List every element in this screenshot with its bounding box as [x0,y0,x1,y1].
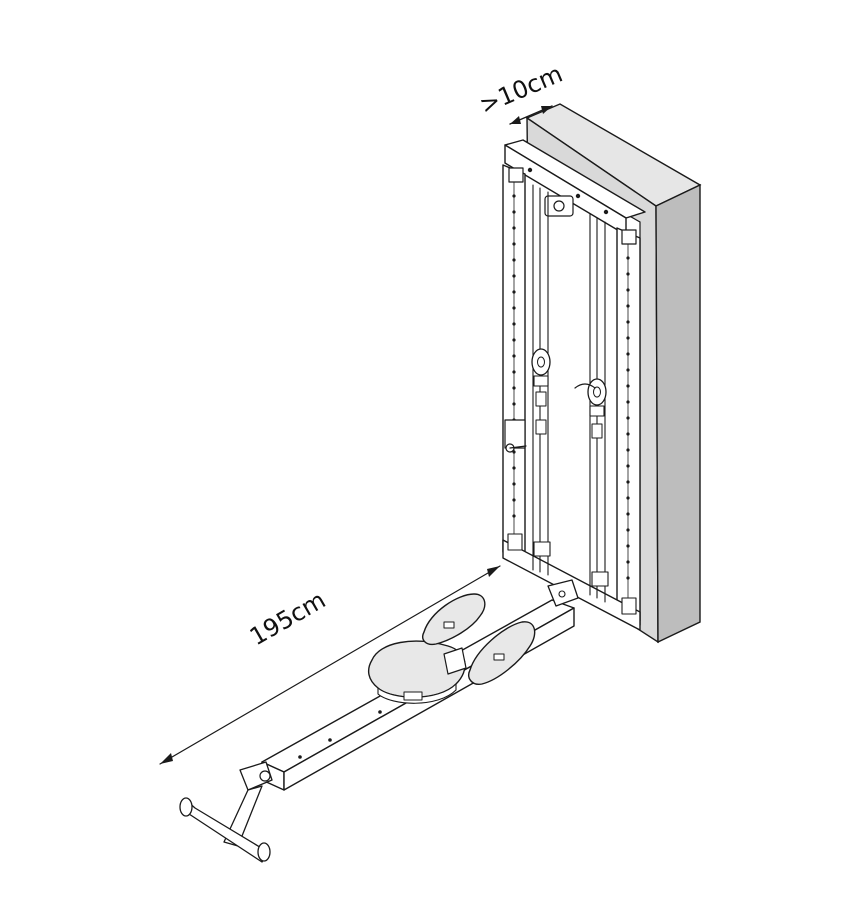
selector-pin-shaft [509,445,527,449]
adjustment-hole [512,498,516,502]
adjustment-hole [512,258,516,262]
bolt [575,193,581,199]
cable-clamp [535,391,547,407]
stabilizer-cap [179,797,193,817]
right-adjustment-holes [626,256,630,580]
adjustment-hole [512,194,516,198]
cable-tower [502,139,646,631]
adjustment-hole [626,464,630,468]
adjustment-hole [626,368,630,372]
stabilizer-bar [185,799,269,863]
bolt [603,209,609,215]
adjustment-hole [512,402,516,406]
adjustment-hole [626,480,630,484]
adjustment-hole [512,226,516,230]
adjustment-hole [626,272,630,276]
rail-hole [298,755,302,759]
pulley-hub [537,356,545,368]
length-arrowhead [160,753,173,764]
rower-seat [367,640,466,704]
adjustment-hole [626,528,630,532]
selector-plate [504,419,526,449]
machine-length-label: 195cm [245,586,330,651]
footrest-mount [443,647,467,675]
footrest-right [468,621,536,685]
adjustment-hole [626,576,630,580]
footrest-strap [493,653,505,661]
top-pulley [553,200,565,212]
bottom-corner-block [507,533,523,551]
bottom-stop [533,541,551,557]
seat-base [377,682,457,704]
adjustment-hole [626,288,630,292]
pulley-hub [593,386,601,398]
rail-hole [328,738,332,742]
adjustment-hole [626,304,630,308]
bracket-bolt [558,590,566,598]
adjustment-hole [626,560,630,564]
left-pulley-carriage [531,348,551,435]
corner-block [508,167,524,183]
right-pulley-carriage [574,378,607,439]
adjustment-hole [512,482,516,486]
footrests [422,593,536,685]
adjustment-hole [512,242,516,246]
adjustment-hole [626,336,630,340]
footrest-strap [443,621,455,629]
adjustment-hole [512,210,516,214]
left-adjustment-holes [512,194,516,518]
adjustment-hole [512,466,516,470]
adjustment-hole [512,306,516,310]
adjustment-hole [626,384,630,388]
adjustment-hole [626,496,630,500]
bottom-corner-block [621,597,637,615]
cable-clamp [535,419,547,435]
adjustment-hole [626,544,630,548]
bolt [527,167,533,173]
adjustment-hole [626,352,630,356]
adjustment-hole [512,386,516,390]
rail-hole [378,710,382,714]
adjustment-hole [626,400,630,404]
adjustment-hole [512,354,516,358]
adjustment-hole [626,416,630,420]
corner-block [621,229,637,245]
adjustment-hole [512,290,516,294]
adjustment-hole [512,338,516,342]
adjustment-hole [512,370,516,374]
footrest-left [422,593,486,646]
length-arrowhead [487,566,500,577]
cable-loop [574,383,596,389]
cable-clamp [591,423,603,439]
carriage-block [533,375,549,387]
seat-roller [403,691,423,701]
clearance-arrowhead [541,106,552,114]
adjustment-hole [626,512,630,516]
length-line [159,565,501,765]
leg-bolt [259,770,271,782]
adjustment-hole [512,274,516,278]
carriage-block [589,405,605,417]
adjustment-hole [512,322,516,326]
right-upright [616,227,641,626]
adjustment-hole [626,320,630,324]
stabilizer-cap [257,842,271,862]
adjustment-hole [626,448,630,452]
adjustment-hole [512,514,516,518]
wall-side-face [655,183,701,644]
clearance-arrowhead [510,116,521,124]
bottom-stop [591,571,609,587]
adjustment-hole [626,432,630,436]
rear-leg-bracket [239,761,273,791]
adjustment-hole [626,256,630,260]
